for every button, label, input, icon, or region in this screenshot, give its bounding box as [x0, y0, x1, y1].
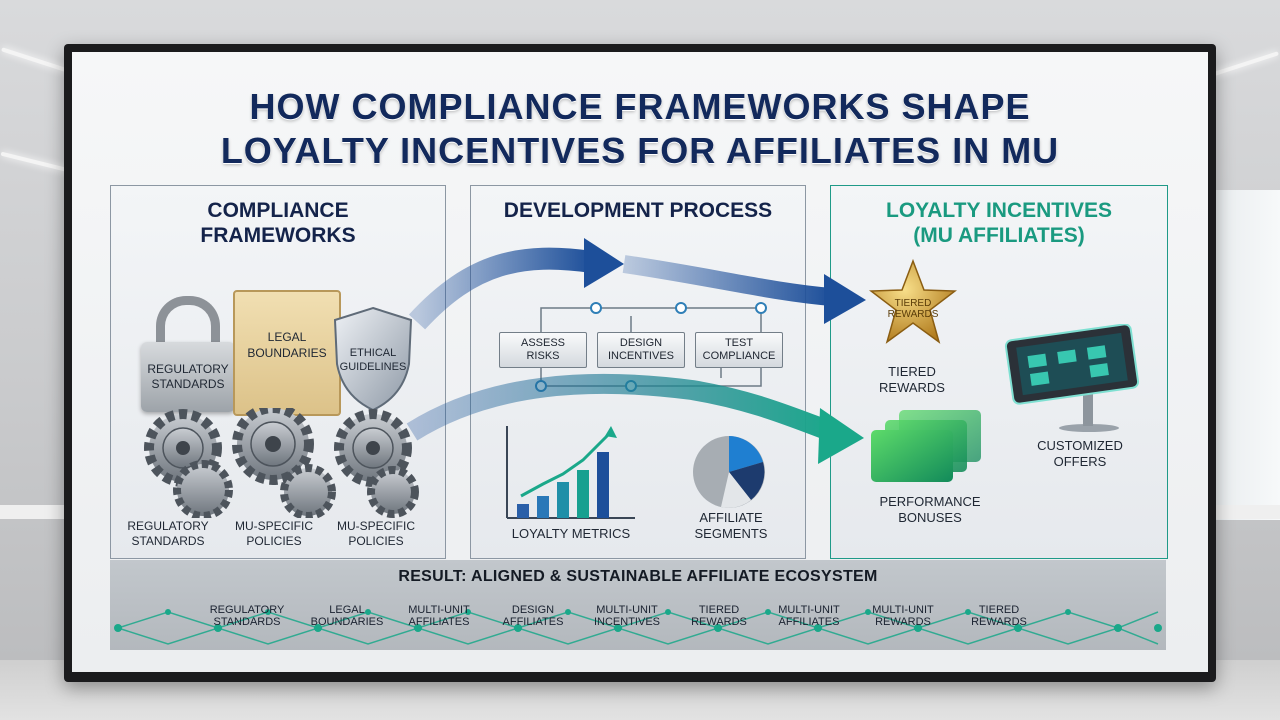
step-label-1: TEST: [724, 337, 754, 349]
node-label-2: REWARDS: [971, 616, 1027, 628]
bottom-label-2: MU-SPECIFIC: [235, 519, 313, 533]
arrow-top-segment-1: [408, 247, 594, 330]
node-label-2: AFFILIATES: [408, 616, 470, 628]
step-label-2: INCENTIVES: [607, 350, 674, 362]
compliance-frameworks-panel: COMPLIANCE FRAMEWORKS REGULATORY STANDAR…: [110, 185, 446, 559]
bottom-label-3: MU-SPECIFIC: [337, 519, 415, 533]
office-window: [1207, 190, 1280, 520]
lock-shackle: [156, 296, 220, 351]
arrow-bottom-segment: [406, 373, 836, 442]
bottom-label-1: REGULATORY: [127, 519, 209, 533]
result-text: RESULT: ALIGNED & SUSTAINABLE AFFILIATE …: [398, 568, 878, 585]
segments-label-1: AFFILIATE: [699, 510, 763, 525]
shield-label-1: ETHICAL: [350, 347, 396, 359]
node-label-2: REWARDS: [875, 616, 931, 628]
panel-title-line-1: COMPLIANCE: [207, 199, 349, 222]
offers-label-1: CUSTOMIZED: [1037, 438, 1123, 453]
segments-label-2: SEGMENTS: [694, 526, 768, 541]
lock-label-1: REGULATORY: [147, 362, 229, 376]
flow-arrows: [406, 238, 866, 464]
node-label-1: DESIGN: [511, 604, 555, 616]
bar-chart-icon: [506, 426, 635, 519]
loyalty-incentives-panel: LOYALTY INCENTIVES (MU AFFILIATES) TIERE…: [830, 185, 1168, 559]
office-desk: [1210, 505, 1280, 519]
node-label-2: INCENTIVES: [593, 616, 660, 628]
arrow-head-top-1: [584, 238, 624, 288]
arrow-top-segment-2: [622, 255, 833, 306]
display-monitor: HOW COMPLIANCE FRAMEWORKS SHAPE LOYALTY …: [64, 44, 1216, 682]
tiered-label-2: REWARDS: [879, 380, 945, 395]
panel-title: DEVELOPMENT PROCESS: [503, 199, 773, 222]
lock-label-2: STANDARDS: [151, 377, 225, 391]
step-label-2: RISKS: [526, 350, 560, 362]
panel-title-line-2: FRAMEWORKS: [200, 224, 356, 247]
node-label-2: AFFILIATES: [778, 616, 840, 628]
panel-title-line-1: LOYALTY INCENTIVES: [886, 199, 1112, 222]
infographic-screen: HOW COMPLIANCE FRAMEWORKS SHAPE LOYALTY …: [72, 52, 1208, 672]
badge-text-2: REWARDS: [888, 309, 939, 320]
shield-icon: ETHICAL GUIDELINES: [333, 306, 413, 412]
node-label-1: MULTI-UNIT: [778, 604, 840, 616]
bonus-label-1: PERFORMANCE: [879, 494, 981, 509]
offers-label-2: OFFERS: [1053, 454, 1107, 469]
bottom-label-3b: POLICIES: [348, 534, 404, 548]
result-bar: RESULT: ALIGNED & SUSTAINABLE AFFILIATE …: [110, 560, 1166, 650]
ceiling-light: [1, 47, 69, 73]
node-label-2: BOUNDARIES: [310, 616, 384, 628]
ceiling-light: [1211, 51, 1279, 77]
step-label-1: ASSESS: [520, 337, 566, 349]
node-label-1: TIERED: [978, 604, 1020, 616]
panel-title-line-2: (MU AFFILIATES): [913, 224, 1085, 247]
node-label-1: MULTI-UNIT: [408, 604, 470, 616]
badge-text-1: TIERED: [895, 298, 932, 309]
gears-icon: [144, 408, 419, 518]
ceiling-light: [0, 151, 70, 173]
scroll-icon: LEGAL BOUNDARIES: [233, 290, 341, 416]
node-label-1: MULTI-UNIT: [872, 604, 934, 616]
padlock-icon: REGULATORY STANDARDS: [141, 342, 235, 412]
step-label-1: DESIGN: [619, 337, 663, 349]
step-label-2: COMPLIANCE: [702, 350, 776, 362]
bonus-cards-icon: [871, 410, 981, 482]
node-label-1: REGULATORY: [209, 604, 285, 616]
ecosystem-network: [114, 609, 1162, 645]
bottom-label-2b: POLICIES: [246, 534, 302, 548]
arrow-head-bottom: [818, 408, 864, 464]
office-desk: [0, 505, 70, 519]
scroll-label-1: LEGAL: [267, 330, 307, 344]
main-title-line-1: HOW COMPLIANCE FRAMEWORKS SHAPE: [249, 86, 1031, 127]
metrics-label: LOYALTY METRICS: [511, 526, 631, 541]
tiered-label-1: TIERED: [888, 364, 936, 379]
bonus-label-2: BONUSES: [898, 510, 962, 525]
node-label-1: MULTI-UNIT: [596, 604, 658, 616]
arrow-head-top-2: [824, 274, 866, 324]
scroll-label-2: BOUNDARIES: [247, 346, 327, 360]
pie-chart-icon: [693, 436, 765, 508]
bottom-label-1b: STANDARDS: [131, 534, 205, 548]
node-label-1: TIERED: [698, 604, 740, 616]
node-label-2: STANDARDS: [213, 616, 281, 628]
shield-label-2: GUIDELINES: [340, 361, 407, 373]
tablet-icon: [1004, 324, 1140, 432]
node-label-2: REWARDS: [691, 616, 747, 628]
star-badge-icon: TIERED REWARDS: [869, 258, 957, 344]
node-label-1: LEGAL: [329, 604, 365, 616]
main-title-line-2: LOYALTY INCENTIVES FOR AFFILIATES IN MU: [220, 130, 1060, 171]
node-label-2: AFFILIATES: [502, 616, 564, 628]
